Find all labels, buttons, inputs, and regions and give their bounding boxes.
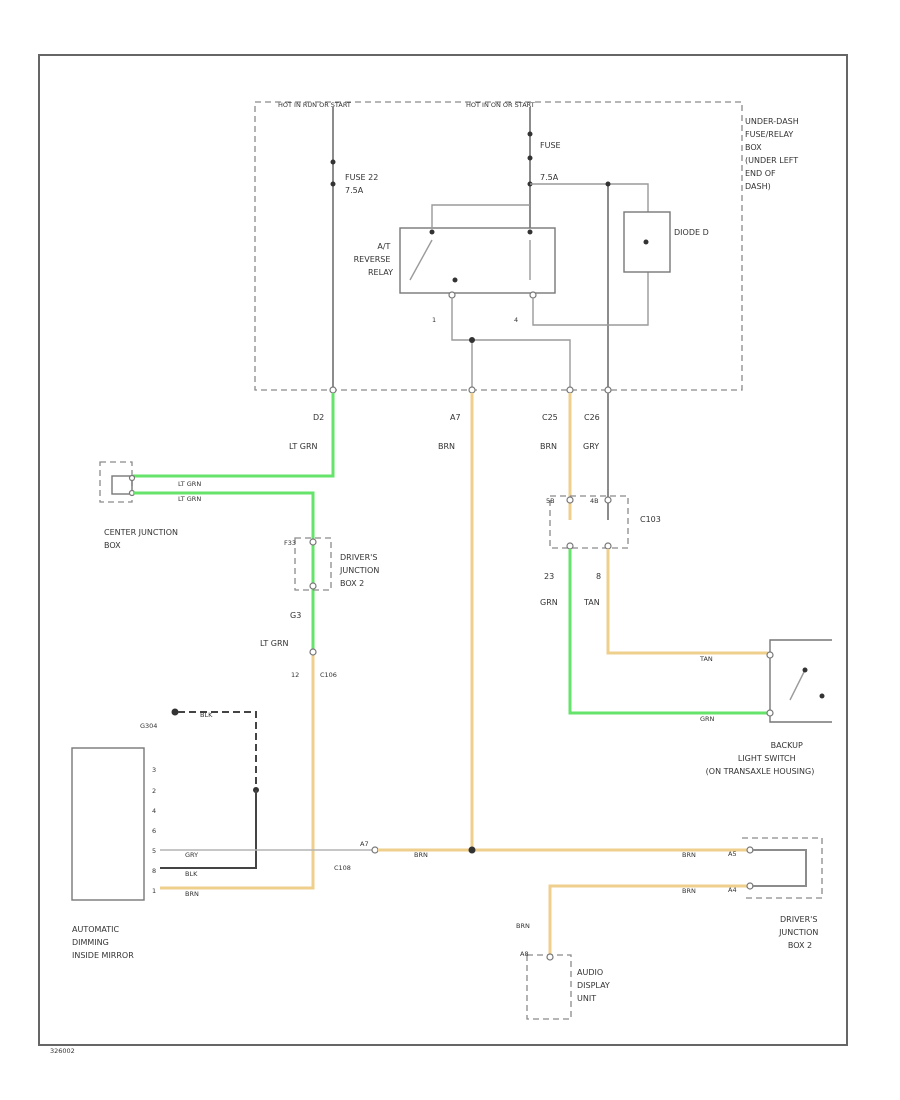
relay-pin-4: 4	[514, 316, 518, 324]
pin-a7-c108: A7	[360, 840, 369, 848]
drivers-junction-box-top-label: DRIVER'S JUNCTION BOX 2	[339, 553, 382, 588]
relay-pin-1: 1	[432, 316, 436, 324]
relay-switch-left	[409, 239, 433, 281]
connector-a7: A7	[450, 413, 461, 422]
audio-display-unit-box	[526, 954, 572, 1020]
pin-g3: G3	[290, 611, 301, 620]
pin-8: 8	[596, 572, 601, 581]
connector-c108: C108	[334, 864, 351, 872]
drivers-junction-box-bottom	[742, 837, 823, 899]
wire-label-lt-grn-cjb2: LT GRN	[178, 495, 201, 503]
lt-grn-wire-d2	[133, 393, 335, 478]
diode-d-box	[623, 211, 671, 273]
pin-a5: A5	[728, 850, 737, 858]
connector-c106: C106	[320, 671, 337, 679]
center-junction-box	[99, 461, 133, 503]
wire-label-gry-mirror: GRY	[185, 851, 198, 859]
c103-pin-5b: 5B	[546, 497, 555, 505]
reverse-relay-label: A/T REVERSE RELAY	[354, 242, 393, 277]
center-junction-box-label: CENTER JUNCTION BOX	[104, 528, 181, 550]
tan-wire-backup	[606, 549, 768, 655]
grn-wire-backup	[568, 549, 768, 715]
pin-a8: A8	[520, 950, 529, 958]
connector-d2: D2	[313, 413, 324, 422]
wire-label-lt-grn-g3: LT GRN	[260, 639, 289, 648]
brn-wire-c106	[160, 650, 315, 890]
underdash-fuse-relay-box	[254, 101, 743, 391]
ground-label: G304	[140, 722, 157, 730]
fuse22-rating: 7.5A	[345, 186, 364, 195]
wire-label-tan: TAN	[583, 598, 600, 607]
wire-label-tan-switch: TAN	[699, 655, 713, 663]
diagram-frame	[38, 54, 848, 1046]
wire-label-brn-c108: BRN	[414, 851, 428, 859]
wire-label-lt-grn-cjb1: LT GRN	[178, 480, 201, 488]
connector-c25: C25	[542, 413, 558, 422]
wire-label-brn-a7: BRN	[438, 442, 455, 451]
wire-label-lt-grn-d2: LT GRN	[289, 442, 318, 451]
backup-light-switch-box	[769, 639, 832, 723]
wire-label-brn-djb-a5: BRN	[682, 851, 696, 859]
diode-d-label: DIODE D	[674, 228, 709, 237]
fuse22-name: FUSE 22	[345, 173, 378, 182]
wire-label-brn-audio: BRN	[516, 922, 530, 930]
hot-in-run-label: HOT IN RUN OR START	[278, 101, 351, 109]
fuse-name: FUSE	[540, 141, 561, 150]
wire-label-brn-djb-a4: BRN	[682, 887, 696, 895]
wire-label-gry-c26: GRY	[583, 442, 599, 451]
blk-ground-wire	[178, 711, 257, 790]
relay-coil-top-wire	[431, 204, 530, 228]
blk-wire-mirror	[160, 790, 257, 869]
auto-dimming-mirror-box	[71, 747, 145, 901]
ground-g304	[171, 708, 179, 716]
pin-f33: F33	[284, 539, 296, 547]
backup-light-switch-label: BACKUP LIGHT SWITCH (ON TRANSAXLE HOUSIN…	[706, 741, 815, 776]
connector-c103: C103	[640, 515, 661, 524]
fuse-rating: 7.5A	[540, 173, 559, 182]
reverse-relay-box	[399, 227, 556, 294]
wire-label-grn: GRN	[540, 598, 558, 607]
audio-display-unit-label: AUDIO DISPLAY UNIT	[577, 968, 612, 1003]
wire-label-brn-mirror: BRN	[185, 890, 199, 898]
hot-in-on-label: HOT IN ON OR START	[466, 101, 535, 109]
pin-12: 12	[291, 671, 299, 679]
fuse-to-diode-wire	[530, 183, 649, 212]
mirror-pin-numbers: 3 2 4 6 5 8 1	[152, 766, 158, 895]
wire-label-grn-switch: GRN	[700, 715, 715, 723]
relay-pin4-wire	[532, 272, 649, 326]
pin-23: 23	[544, 572, 554, 581]
drivers-junction-box-bottom-label: DRIVER'S JUNCTION BOX 2	[778, 915, 821, 950]
auto-dimming-mirror-label: AUTOMATIC DIMMING INSIDE MIRROR	[72, 925, 134, 960]
lt-grn-wire-djb	[133, 491, 315, 650]
drivers-junction-box-top	[294, 537, 332, 591]
connector-c26: C26	[584, 413, 600, 422]
c103-connector	[549, 495, 629, 549]
brn-wire-audio	[548, 884, 748, 955]
wire-label-blk-ground: BLK	[200, 711, 213, 719]
c103-pin-4b: 4B	[590, 497, 599, 505]
wire-label-brn-c25: BRN	[540, 442, 557, 451]
underdash-box-title: UNDER-DASH FUSE/RELAY BOX (UNDER LEFT EN…	[745, 117, 801, 191]
footer-code: 326002	[50, 1047, 75, 1055]
pin-a4: A4	[728, 886, 737, 894]
wire-label-blk-mirror: BLK	[185, 870, 198, 878]
relay-pin1-wire	[451, 298, 571, 388]
